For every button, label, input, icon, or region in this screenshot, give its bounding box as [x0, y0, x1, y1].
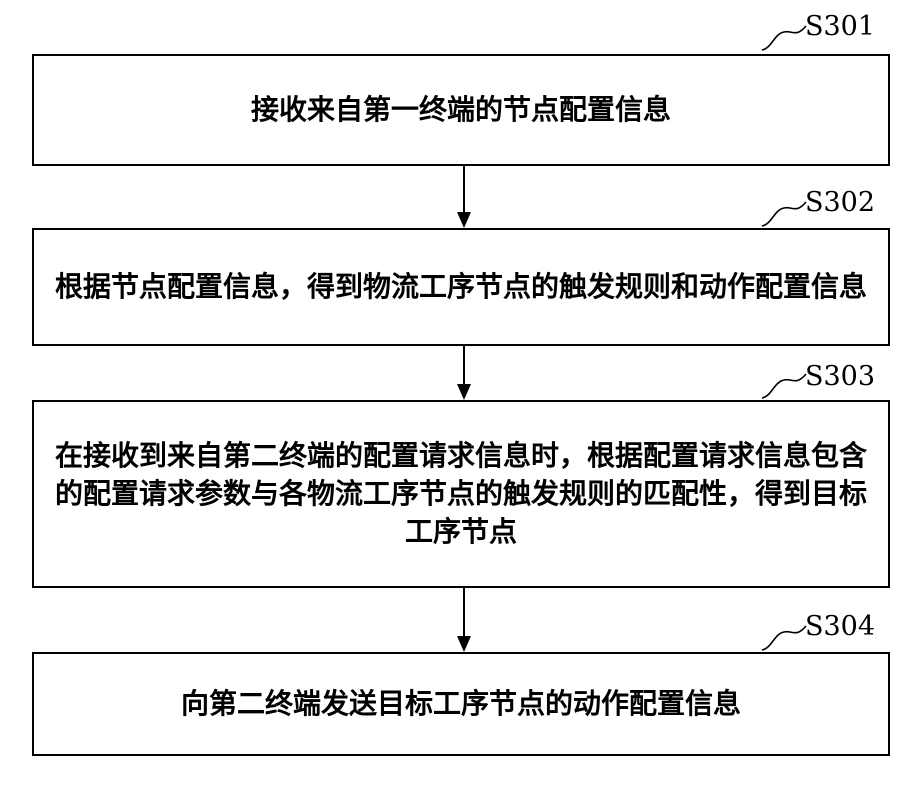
step-box-s304: 向第二终端发送目标工序节点的动作配置信息	[32, 652, 890, 756]
label-leader-s302	[762, 202, 806, 226]
step-label-s301: S301	[805, 12, 875, 42]
step-text-s304: 向第二终端发送目标工序节点的动作配置信息	[181, 685, 741, 723]
step-text-s301: 接收来自第一终端的节点配置信息	[251, 91, 671, 129]
arrow-s301-s302-head	[457, 212, 471, 228]
arrow-s302-s303-head	[457, 384, 471, 400]
label-leader-s303	[762, 374, 806, 398]
step-box-s302: 根据节点配置信息，得到物流工序节点的触发规则和动作配置信息	[32, 228, 890, 346]
step-label-s304: S304	[805, 612, 875, 642]
step-text-s303: 在接收到来自第二终端的配置请求信息时，根据配置请求信息包含的配置请求参数与各物流…	[42, 437, 880, 551]
step-box-s301: 接收来自第一终端的节点配置信息	[32, 54, 890, 166]
label-leader-s304	[762, 626, 806, 650]
step-text-s302: 根据节点配置信息，得到物流工序节点的触发规则和动作配置信息	[55, 268, 867, 306]
step-label-s303: S303	[805, 362, 875, 392]
step-box-s303: 在接收到来自第二终端的配置请求信息时，根据配置请求信息包含的配置请求参数与各物流…	[32, 400, 890, 588]
arrow-s303-s304-head	[457, 636, 471, 652]
label-leader-s301	[762, 26, 806, 50]
step-label-s302: S302	[805, 188, 875, 218]
